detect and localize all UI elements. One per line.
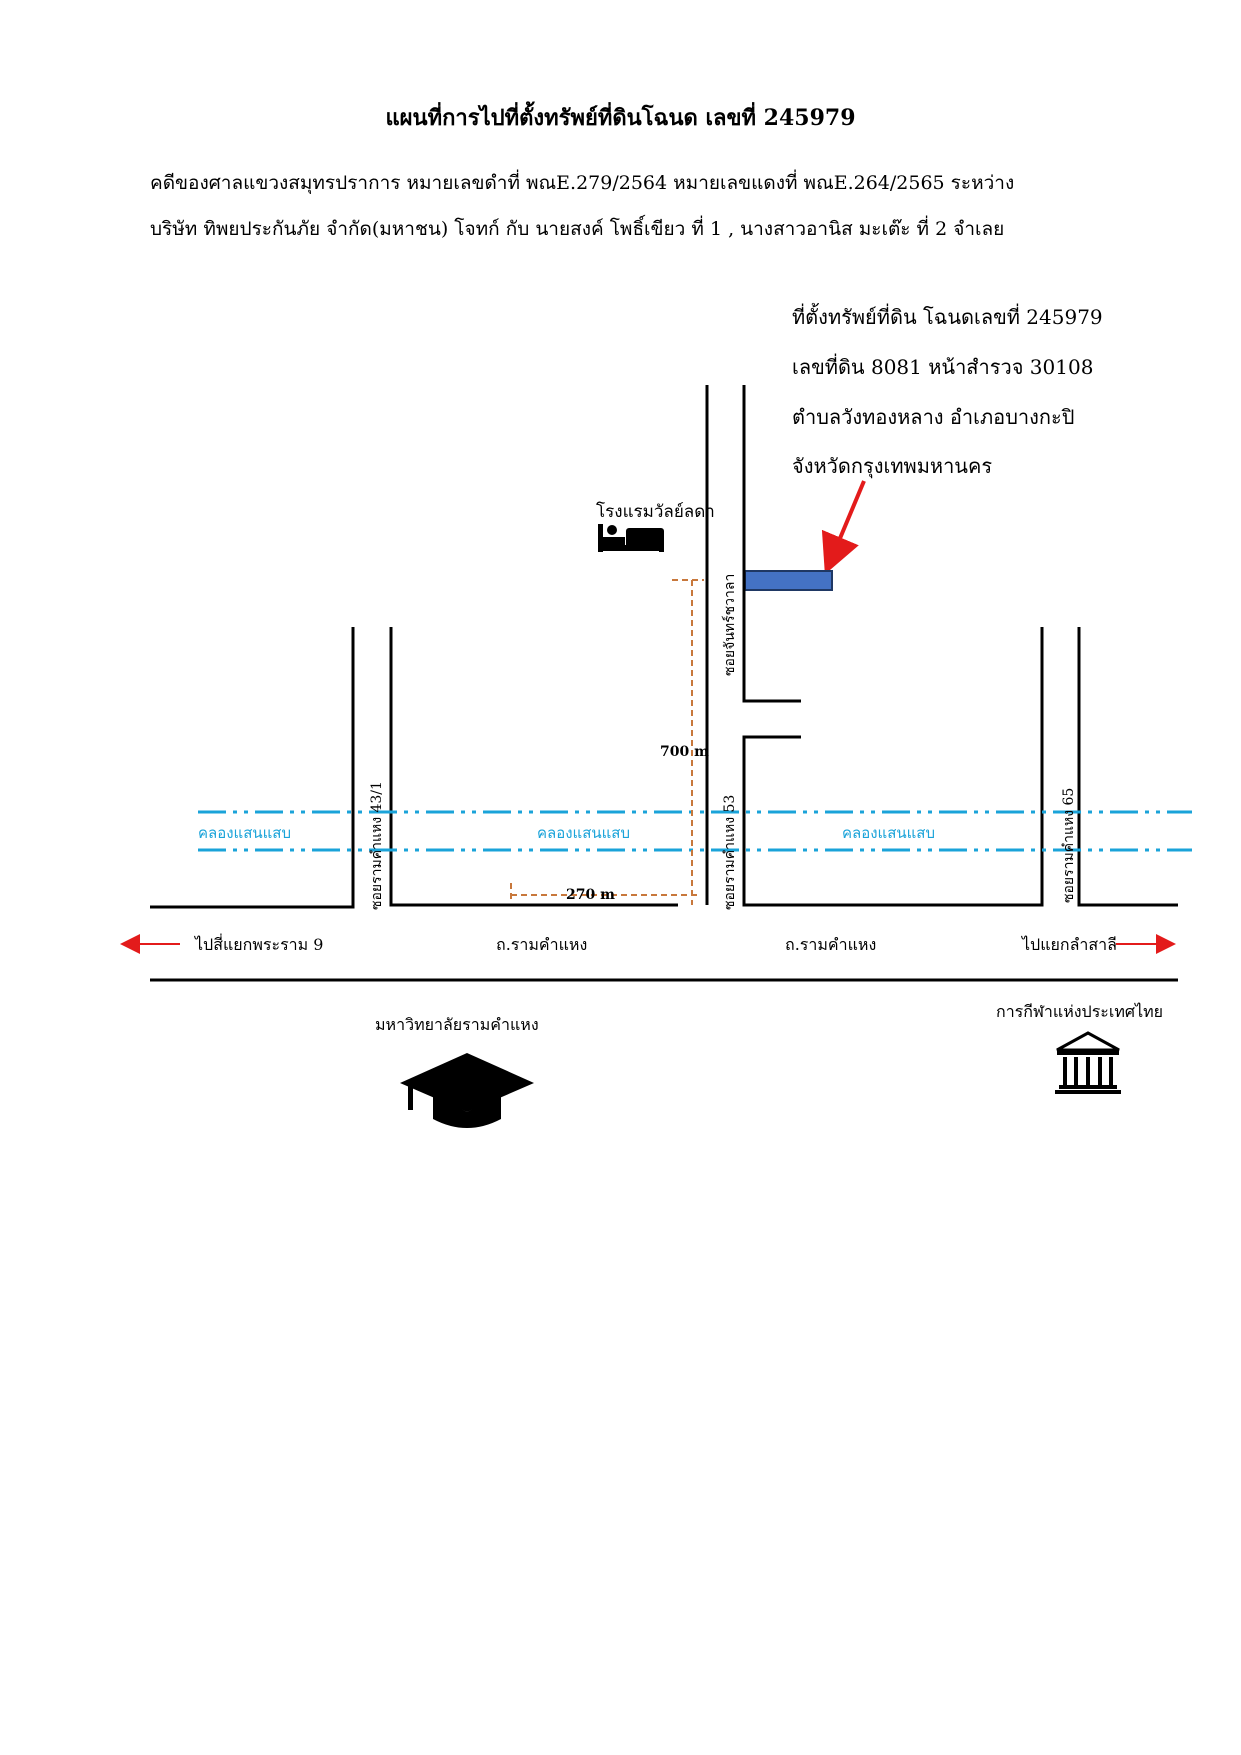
to-lamsali-label: ไปแยกลำสาลี xyxy=(1020,935,1117,954)
soi-65-label: ซอยรามคำแหง 65 xyxy=(1061,788,1077,903)
dimension-lines xyxy=(510,579,704,905)
to-rama9-label: ไปสี่แยกพระราม 9 xyxy=(193,933,323,954)
road-soi-65-west-edge xyxy=(742,627,1044,907)
road-soi-43-1-left-edge xyxy=(150,627,355,909)
property-info-line-4: จังหวัดกรุงเทพมหานคร xyxy=(792,454,992,479)
property-plot xyxy=(744,570,833,591)
case-line-1: คดีของศาลแขวงสมุทรปราการ หมายเลขดำที่ พณ… xyxy=(150,172,1015,194)
canal-label: คลองแสนแสบ xyxy=(842,824,935,842)
university-label: มหาวิทยาลัยรามคำแหง xyxy=(375,1015,539,1034)
soi-43-1-label: ซอยรามคำแหง 43/1 xyxy=(369,781,385,910)
property-info-line-2: เลขที่ดิน 8081 หน้าสำรวจ 30108 xyxy=(792,353,1093,379)
canal-label: คลองแสนแสบ xyxy=(198,824,291,842)
distance-270-label: 270 m xyxy=(566,887,615,903)
road-soi-65-east-edge xyxy=(1077,627,1178,907)
property-info: ที่ตั้งทรัพย์ที่ดิน โฉนดเลขที่ 245979 เล… xyxy=(792,303,1103,479)
direction-left: ไปสี่แยกพระราม 9 xyxy=(120,933,323,954)
main-road-label-right: ถ.รามคำแหง xyxy=(785,935,876,954)
bed-icon xyxy=(598,524,664,552)
property-info-line-1: ที่ตั้งทรัพย์ที่ดิน โฉนดเลขที่ 245979 xyxy=(792,303,1103,329)
canal-label: คลองแสนแสบ xyxy=(537,824,630,842)
road-soi-chan-east-edge xyxy=(742,385,801,703)
soi-chan-label: ซอยจันทร์ชวาลา xyxy=(721,574,738,676)
main-road-label-left: ถ.รามคำแหง xyxy=(496,935,587,954)
canal-labels: คลองแสนแสบ คลองแสนแสบ คลองแสนแสบ xyxy=(198,824,935,842)
case-line-2: บริษัท ทิพยประกันภัย จำกัด(มหาชน) โจทก์ … xyxy=(150,218,1005,240)
sports-authority-label: การกีฬาแห่งประเทศไทย xyxy=(996,1002,1163,1021)
distance-700-label: 700 m xyxy=(660,744,709,760)
property-pointer-arrow xyxy=(821,480,866,575)
page-title: แผนที่การไปที่ตั้งทรัพย์ที่ดินโฉนด เลขที… xyxy=(385,105,856,131)
road-soi-43-1-right-edge xyxy=(389,627,678,907)
direction-right: ไปแยกลำสาลี xyxy=(1020,934,1176,954)
road-lines xyxy=(150,385,1178,982)
property-info-line-3: ตำบลวังทองหลาง อำเภอบางกะปิ xyxy=(792,405,1074,429)
hotel-label: โรงแรมวัลย์ลดา xyxy=(596,501,715,522)
building-columns-icon xyxy=(1055,1031,1121,1094)
soi-53-label: ซอยรามคำแหง 53 xyxy=(722,795,738,910)
graduation-cap-icon xyxy=(400,1053,534,1128)
